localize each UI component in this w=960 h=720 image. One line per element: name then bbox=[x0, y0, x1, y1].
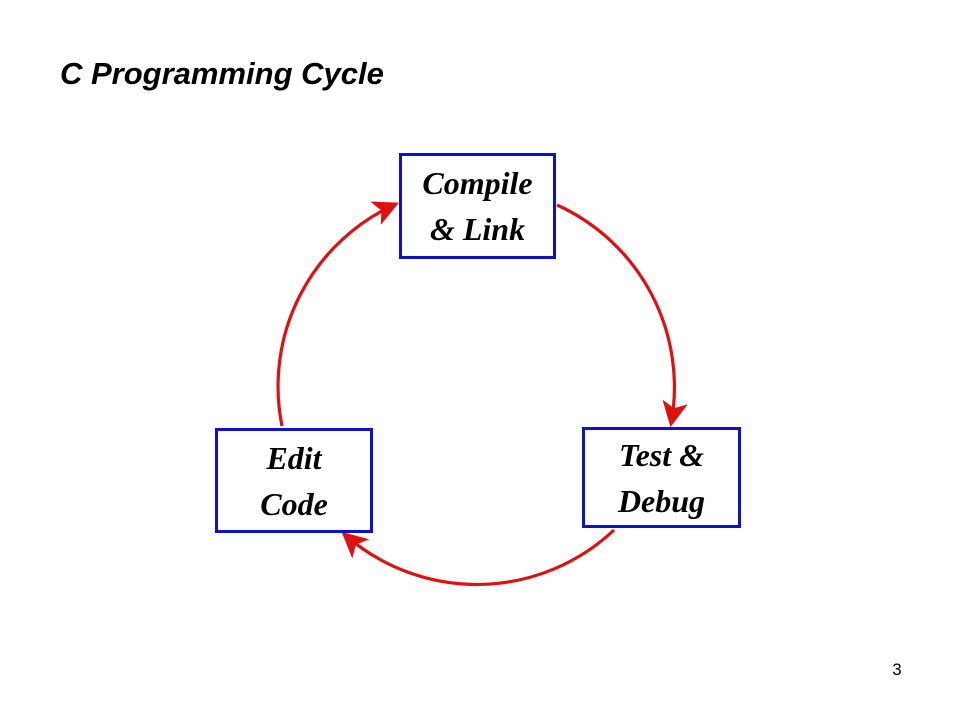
node-edit-line-1: Edit bbox=[266, 439, 322, 476]
page-number: 3 bbox=[892, 660, 902, 679]
node-edit-line-2: Code bbox=[260, 485, 328, 522]
node-test-line-1: Test & bbox=[618, 436, 705, 473]
node-test-debug: Test & Debug bbox=[582, 427, 741, 528]
node-test-line-2: Debug bbox=[617, 482, 706, 519]
slide-title: C Programming Cycle bbox=[60, 56, 384, 91]
arrow-edit-to-compile bbox=[276, 201, 399, 427]
arrow-compile-to-test bbox=[556, 203, 688, 428]
node-compile-line-1: Compile bbox=[422, 165, 533, 201]
node-compile-link: Compile & Link bbox=[399, 153, 556, 259]
arrow-test-to-edit bbox=[341, 528, 616, 587]
node-edit-code: Edit Code bbox=[215, 428, 373, 533]
node-compile-line-2: & Link bbox=[429, 211, 526, 247]
